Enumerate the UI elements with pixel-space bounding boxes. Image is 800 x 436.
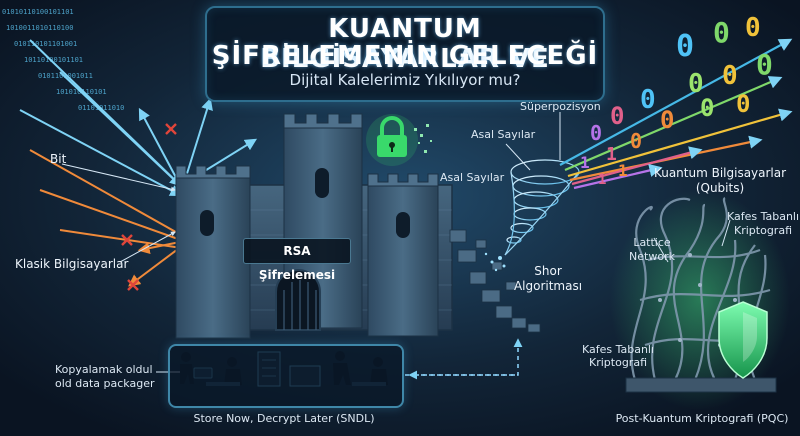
qubit-digit: 0 (676, 29, 694, 64)
qubit-digit: 1 (580, 153, 590, 172)
kafes-pointer (721, 219, 731, 247)
qubit-digit: 0 (700, 94, 714, 122)
qubit-digit: 0 (610, 102, 624, 130)
qubit-digit: 1 (618, 161, 628, 180)
lattice-network (610, 190, 790, 410)
kafes-top-label-1: Kafes Tabanlı (726, 210, 800, 223)
qubit-digit: 0 (640, 85, 656, 115)
qubit-digit: 0 (660, 106, 674, 134)
kafes-top-label-2: Kriptografi (734, 224, 792, 237)
shor-label-1: Shor (534, 264, 562, 278)
kopya-label-1: Kopyalamak oldul (55, 363, 153, 376)
qubit-digit: 0 (756, 48, 773, 81)
kuantum-label-2: (Qubits) (695, 181, 745, 195)
svg-text:10110100101101: 10110100101101 (24, 56, 83, 64)
asal-label-1: Asal Sayılar (471, 128, 536, 141)
qubit-arrows (559, 38, 793, 190)
classic-pointer (119, 231, 176, 263)
qubit-digit: 0 (745, 13, 761, 43)
qubit-digit: 0 (630, 129, 642, 153)
blocked-cross-icons (121, 123, 177, 291)
qubit-digit: 0 (590, 121, 602, 145)
superposition-label: Süperpozisyon (520, 100, 601, 113)
klasik-label: Klasik Bilgisayarlar (15, 257, 129, 271)
vortex-particles (484, 252, 506, 272)
qubit-digit: 0 (736, 90, 750, 118)
classical-bit-arrows (19, 39, 258, 197)
lock-fragments (414, 124, 432, 153)
svg-text:01010110100101101: 01010110100101101 (2, 8, 74, 16)
kuantum-label-1: Kuantum Bilgisayarlar (653, 166, 787, 180)
shield-icon (718, 301, 768, 379)
svg-text:1010011010110100: 1010011010110100 (6, 24, 73, 32)
asal-label-2: Asal Sayılar (440, 171, 505, 184)
title-line-2: ŞİFRELEMENİN GELECEĞİ (211, 41, 599, 71)
kafes-low-label-2: Kriptografi (589, 356, 647, 369)
title-line-1: KUANTUM BİLGİSAYARLAR VE (260, 14, 550, 74)
asal-pointer (505, 143, 531, 171)
qubit-digit: 0 (713, 16, 730, 49)
sndl-panel (168, 344, 404, 408)
lattice-label-2: Network (629, 250, 675, 263)
qubit-digit: 1 (598, 172, 606, 188)
shor-vortex (504, 159, 580, 256)
lattice-pointer (653, 237, 669, 263)
kopya-label-2: old data packager (55, 377, 155, 390)
pqc-label: Post-Kuantum Kriptografi (PQC) (615, 412, 789, 425)
lock-icon (366, 114, 418, 166)
bit-label: Bit (50, 152, 67, 166)
qubit-digit: 1 (606, 144, 617, 165)
kafes-low-label-1: Kafes Tabanlı (581, 343, 655, 356)
rsa-label: RSA Şifrelemesi (243, 238, 351, 282)
dashed-connectors (405, 338, 523, 380)
svg-text:010110101101001: 010110101101001 (14, 40, 77, 48)
qubit-digit: 0 (688, 69, 704, 99)
subtitle: Dijital Kalelerimiz Yıkılıyor mu? (289, 71, 521, 89)
title-panel: KUANTUM BİLGİSAYARLAR VE ŞİFRELEMENİN GE… (205, 6, 605, 102)
castle (175, 113, 541, 339)
lattice-label-1: Lattice (633, 236, 671, 249)
shor-label-2: Algoritması (513, 279, 583, 293)
sndl-label: Store Now, Decrypt Later (SNDL) (193, 412, 375, 425)
bit-pointer (61, 163, 176, 192)
qubit-digit: 0 (722, 61, 738, 91)
